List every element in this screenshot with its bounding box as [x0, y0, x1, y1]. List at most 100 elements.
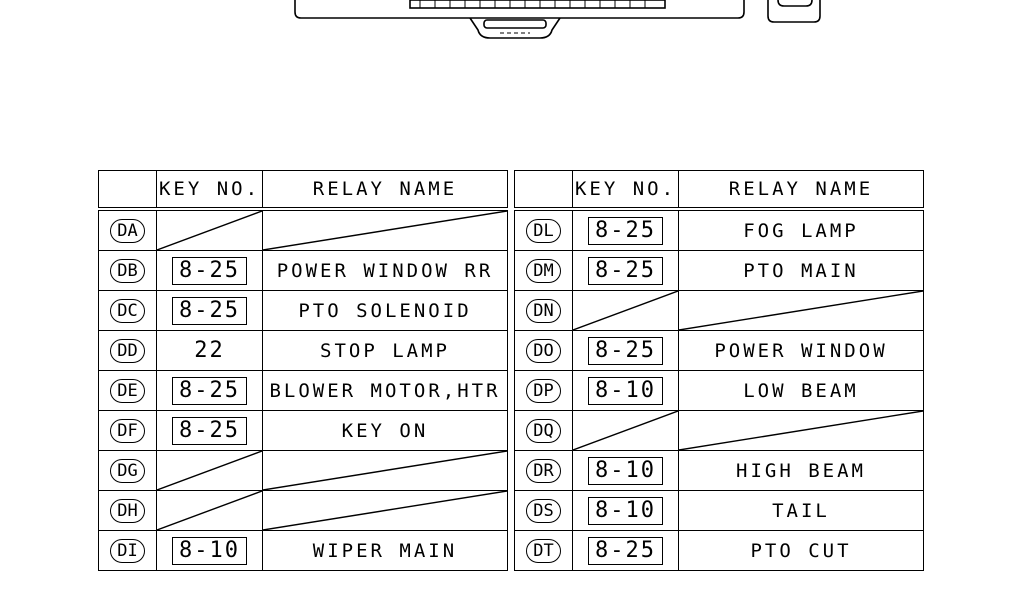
relay-code: DB — [110, 258, 145, 283]
code-header — [514, 170, 573, 211]
key-no: 8-25 — [172, 296, 247, 325]
code-header — [98, 170, 157, 211]
relay-code-cell: DN — [514, 290, 573, 331]
relay-code-cell: DE — [98, 370, 157, 411]
relay-code: DO — [526, 338, 561, 363]
key-no-cell — [572, 410, 679, 451]
relay-code: DC — [110, 298, 145, 323]
relay-name: LOW BEAM — [743, 379, 859, 402]
relay-code: DG — [110, 458, 145, 483]
relay-name-cell — [262, 450, 508, 491]
key-no-cell: 8-25 — [572, 330, 679, 371]
relay-name-cell: TAIL — [678, 490, 924, 531]
relay-name-cell: PTO SOLENOID — [262, 290, 508, 331]
header-row: KEY NO. RELAY NAME — [514, 170, 924, 211]
relay-name: POWER WINDOW RR — [276, 259, 494, 282]
key-no-header: KEY NO. — [156, 170, 263, 211]
relay-code-cell: DQ — [514, 410, 573, 451]
key-no: 22 — [194, 338, 225, 363]
relay-code-cell: DI — [98, 530, 157, 571]
key-no-header: KEY NO. — [572, 170, 679, 211]
relay-code: DR — [526, 458, 561, 483]
relay-code: DN — [526, 298, 561, 323]
table-row: DF 8-25 KEY ON — [98, 410, 508, 451]
key-no-cell: 22 — [156, 330, 263, 371]
relay-name-cell — [678, 290, 924, 331]
relay-code: DF — [110, 418, 145, 443]
table-row: DA — [98, 208, 508, 251]
relay-name: BLOWER MOTOR,HTR — [269, 379, 501, 402]
relay-code: DH — [110, 498, 145, 523]
relay-name: PTO SOLENOID — [298, 299, 472, 322]
empty-slash — [263, 491, 507, 530]
header-row: KEY NO. RELAY NAME — [98, 170, 508, 211]
table-row: DH — [98, 490, 508, 531]
relay-table-left: KEY NO. RELAY NAME DA DB 8-25 POWER WINDOW … — [98, 170, 508, 571]
empty-slash — [263, 451, 507, 490]
relay-name-cell: KEY ON — [262, 410, 508, 451]
empty-slash — [573, 291, 678, 330]
relay-name: FOG LAMP — [743, 219, 859, 242]
empty-slash — [157, 211, 262, 250]
relay-code: DQ — [526, 418, 561, 443]
relay-code-cell: DH — [98, 490, 157, 531]
relay-name: HIGH BEAM — [736, 459, 866, 482]
relay-code: DS — [526, 498, 561, 523]
relay-name: KEY ON — [341, 419, 429, 442]
key-no-cell: 8-10 — [572, 370, 679, 411]
relay-name: STOP LAMP — [320, 339, 450, 362]
relay-name-cell — [678, 410, 924, 451]
key-no: 8-25 — [588, 256, 663, 285]
key-no: 8-10 — [588, 496, 663, 525]
relay-code: DE — [110, 378, 145, 403]
table-row: DP 8-10 LOW BEAM — [514, 370, 924, 411]
table-row: DS 8-10 TAIL — [514, 490, 924, 531]
relay-name: PTO CUT — [750, 539, 852, 562]
key-no-cell — [156, 490, 263, 531]
key-no-cell: 8-25 — [156, 290, 263, 331]
table-row: DR 8-10 HIGH BEAM — [514, 450, 924, 491]
relay-name-cell: PTO CUT — [678, 530, 924, 571]
relay-name-cell: FOG LAMP — [678, 208, 924, 251]
relay-name-cell: POWER WINDOW RR — [262, 250, 508, 291]
key-no: 8-10 — [172, 536, 247, 565]
key-no: 8-25 — [172, 416, 247, 445]
key-no-cell: 8-10 — [156, 530, 263, 571]
relay-code: DA — [110, 218, 145, 243]
relay-code-cell: DT — [514, 530, 573, 571]
relay-code: DM — [526, 258, 561, 283]
relay-code: DD — [110, 338, 145, 363]
relay-code: DI — [110, 538, 145, 563]
key-no-cell — [156, 208, 263, 251]
key-no: 8-25 — [172, 376, 247, 405]
relay-code-cell: DS — [514, 490, 573, 531]
relay-code-cell: DR — [514, 450, 573, 491]
relay-box-drawing — [294, 0, 821, 39]
key-no: 8-25 — [588, 336, 663, 365]
relay-code: DL — [526, 218, 561, 243]
relay-name-header: RELAY NAME — [678, 170, 924, 211]
key-no-cell: 8-25 — [156, 370, 263, 411]
relay-code-cell: DP — [514, 370, 573, 411]
key-no-cell — [156, 450, 263, 491]
empty-slash — [679, 411, 923, 450]
key-no-cell: 8-25 — [572, 250, 679, 291]
relay-name-cell: BLOWER MOTOR,HTR — [262, 370, 508, 411]
relay-code-cell: DO — [514, 330, 573, 371]
relay-name-cell: STOP LAMP — [262, 330, 508, 371]
relay-code-cell: DC — [98, 290, 157, 331]
relay-code-cell: DG — [98, 450, 157, 491]
empty-slash — [573, 411, 678, 450]
key-no-cell: 8-10 — [572, 450, 679, 491]
key-no: 8-10 — [588, 376, 663, 405]
relay-code-cell: DD — [98, 330, 157, 371]
relay-code-cell: DB — [98, 250, 157, 291]
empty-slash — [679, 291, 923, 330]
relay-code-cell: DA — [98, 208, 157, 251]
relay-name: POWER WINDOW — [714, 339, 888, 362]
